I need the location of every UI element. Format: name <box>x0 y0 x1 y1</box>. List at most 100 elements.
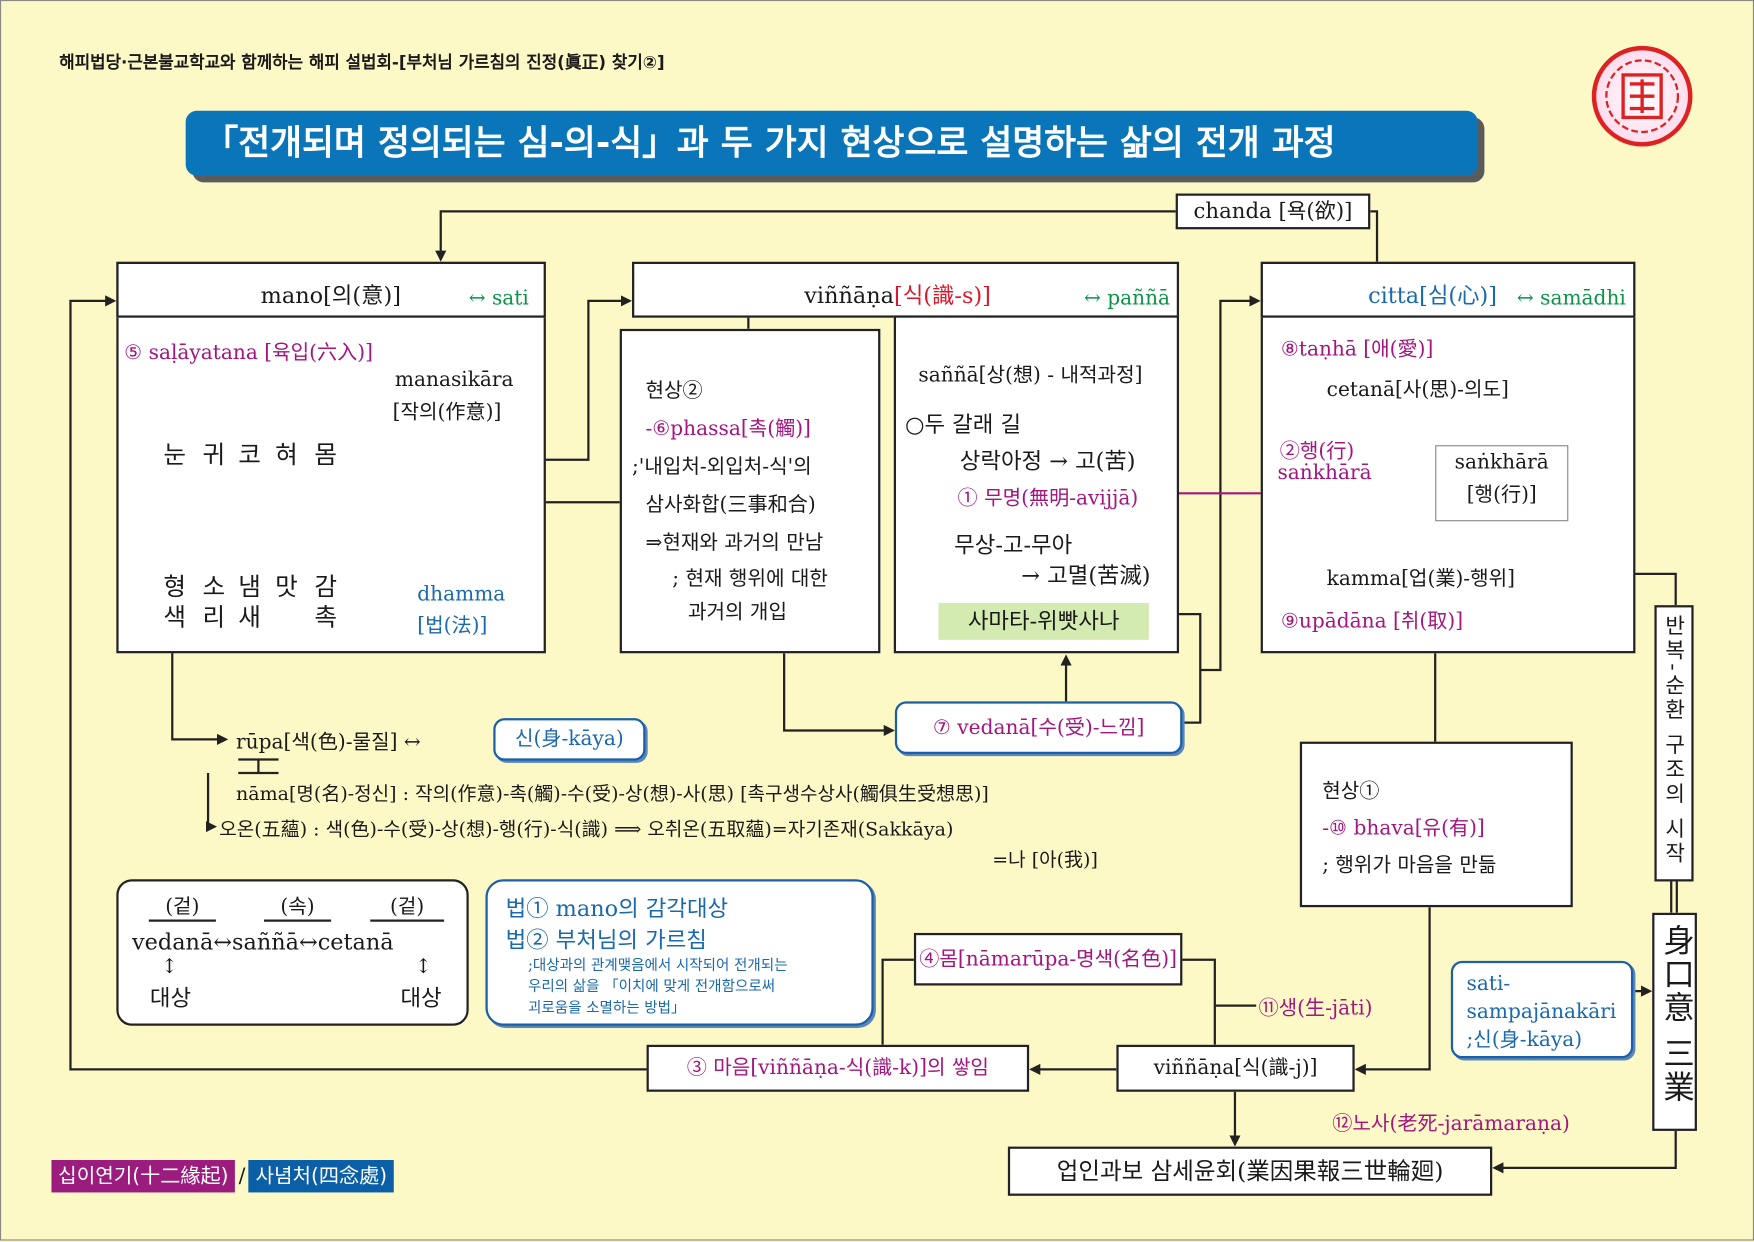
maeum-label: ③ 마음[viññāṇa-식(識-k)]의 쌓임 <box>686 1055 989 1080</box>
object-smell-2: 새 <box>238 604 261 633</box>
dhamma-label: dhamma <box>417 582 506 607</box>
vedana-box: ⑦ vedanā[수(受)-느낌] <box>894 701 1183 754</box>
relation-row: vedanā↔saññā↔cetanā <box>131 928 394 956</box>
dhamma-line-5: 괴로움을 소멸하는 방법」 <box>527 1000 686 1017</box>
arrow-updown-icon: ↕ <box>415 955 432 979</box>
avijja-label: ① 무명(無明-avijjā) <box>957 486 1139 511</box>
three-karma-label: 身口意 三業 <box>1658 923 1696 1104</box>
vinnana-title: viññāṇa[식(識-s)] <box>804 277 991 309</box>
phassa-line-4: 삼사화합(三事和合) <box>645 493 816 517</box>
organ-tongue: 혀 <box>275 441 298 470</box>
hyeonsang1-line-1: 현상① <box>1322 779 1380 804</box>
salayatana-label: ⑤ saḷāyatana [육입(六入)] <box>124 341 373 365</box>
dhamma-box: 법① mano의 감각대상 법② 부처님의 가르침 ;대상과의 관계맺음에서 시… <box>485 879 874 1026</box>
dhamma-line-4: 우리의 삶을 「이치에 맞게 전개함으로써 <box>527 978 776 996</box>
hyeonsang1-box <box>1299 741 1573 908</box>
five-aggregates: 오온(五蘊) : 색(色)-수(受)-상(想)-행(行)-식(識) <box>219 818 609 842</box>
phassa-line-1: 현상② <box>645 379 703 403</box>
mano-label: mano <box>260 281 324 309</box>
kaya-label: 신(身-kāya) <box>514 727 624 751</box>
mano-title: mano[의(意)] <box>261 277 401 309</box>
nama-line: nāma[명(名)-정신] : 작의(作意)-촉(觸)-수(受)-상(想)-사(… <box>236 783 989 806</box>
mom-box: ④몸[nāmarūpa-명색(名色)] <box>913 932 1183 986</box>
page-title: 「전개되며 정의되는 심-의-식」과 두 가지 현상으로 설명하는 삶의 전개 … <box>203 123 1336 164</box>
object-form: 형 <box>163 573 186 602</box>
sati-line-2: sampajānakāri <box>1466 1000 1617 1024</box>
organ-ear: 귀 <box>202 441 226 470</box>
arrow-updown-icon: ↕ <box>161 955 178 979</box>
phassa-box <box>619 328 881 654</box>
sati-line-3: ;신(身-kāya) <box>1466 1028 1583 1052</box>
path-permanence: 상락아정 → 고(苦) <box>959 447 1136 475</box>
upadana-label: ⑨upādāna [취(取)] <box>1280 609 1464 634</box>
object-sound: 소 <box>202 573 226 602</box>
citta-pair-samadhi: ↔ samādhi <box>1516 286 1626 310</box>
vinnana-label: viññāṇa <box>804 281 894 309</box>
haeng-sankhara-label: saṅkhārā <box>1277 460 1372 485</box>
five-clinging-aggregates: ⟹ 오취온(五取蘊)=자기존재(Sakkāya) <box>614 818 954 842</box>
vinnana-j-label: viññāṇa[식(識-j)] <box>1153 1055 1318 1080</box>
object-taste: 맛 <box>275 573 298 602</box>
dhamma-korean: [법(法)] <box>417 614 488 638</box>
organ-body: 몸 <box>314 441 337 470</box>
path-impermanence: 무상-고-무아 <box>954 531 1073 559</box>
inner-label: (속) <box>263 890 332 922</box>
phassa-line-3: ;'내입처-외입처-식'의 <box>632 455 812 479</box>
object-touch: 감 <box>314 573 337 602</box>
outer-label-2: (겉) <box>370 890 445 922</box>
repeat-cycle-label: 반복-순환 구조의 시작 <box>1661 614 1686 867</box>
badge-twelve-links: 십이연기(十二緣起) <box>51 1160 236 1193</box>
haeng-label: ②행(行) <box>1279 439 1355 464</box>
seal-stamp <box>1591 45 1693 147</box>
mom-label: ④몸[nāmarūpa-명색(名色)] <box>919 947 1178 971</box>
vinnana-j-box: viññāṇa[식(識-j)] <box>1116 1044 1355 1092</box>
samatha-vipassana-label: 사마타-위빳사나 <box>938 602 1149 640</box>
bhava-label: -⑩ bhava[유(有)] <box>1322 816 1485 841</box>
sati-sampajanakari-box: sati- sampajānakāri ;신(身-kāya) <box>1450 960 1634 1059</box>
citta-korean: [심(心)] <box>1419 281 1497 309</box>
chanda-box: chanda [욕(欲)] <box>1175 193 1371 230</box>
relation-box: (겉) (속) (겉) vedanā↔saññā↔cetanā ↕ ↕ 대상 대… <box>116 879 469 1026</box>
vinnana-pair-panna: ↔ paññā <box>1083 286 1171 310</box>
sankhara-box: saṅkhārā [행(行)] <box>1435 445 1569 522</box>
legend: 십이연기(十二緣起)/사념처(四念處) <box>51 1159 394 1195</box>
citta-pair: ↔ samādhi <box>1517 286 1626 309</box>
dhamma-desc: ;대상과의 관계맺음에서 시작되어 전개되는 우리의 삶을 「이치에 맞게 전개… <box>528 955 788 1019</box>
object-sound-2: 리 <box>202 604 226 633</box>
dhamma-line-1: 법① mano의 감각대상 <box>505 894 729 922</box>
manasikara-korean: [작의(作意)] <box>392 400 502 424</box>
object-smell: 냄 <box>238 573 261 602</box>
vinnana-header <box>632 261 1180 318</box>
phassa-line-6: ; 현재 행위에 대한 <box>672 567 828 591</box>
two-paths-label: ○두 갈래 길 <box>904 410 1022 438</box>
sanna-box <box>893 315 1180 654</box>
dhamma-line-2: 법② 부처님의 가르침 <box>505 926 707 954</box>
phassa-text: 현상② -⑥phassa[촉(觸)] ;'내입처-외입처-식'의 삼사화합(三事… <box>632 373 828 630</box>
citta-title: citta[심(心)] <box>1368 277 1497 309</box>
dhamma-line-3: ;대상과의 관계맺음에서 시작되어 전개되는 <box>527 957 788 975</box>
badge-separator: / <box>238 1164 246 1188</box>
manasikara-label: manasikāra <box>394 368 514 392</box>
badge-four-foundations: 사념처(四念處) <box>248 1160 394 1193</box>
outer-label-1: (겉) <box>148 890 216 922</box>
header-text: 해피법당·근본불교학교와 함께하는 해피 설법회-[부처님 가르침의 진정(眞正… <box>59 52 665 73</box>
phassa-line-5: ⇒현재와 과거의 만남 <box>645 531 824 555</box>
seal-pattern <box>1605 59 1680 134</box>
mano-korean: [의(意)] <box>323 281 401 309</box>
maeum-box: ③ 마음[viññāṇa-식(識-k)]의 쌓임 <box>646 1044 1030 1092</box>
kamma-label: kamma[업(業)-행위] <box>1326 567 1516 591</box>
sankhara-label: saṅkhārā <box>1454 450 1549 475</box>
object-label-2: 대상 <box>400 984 442 1012</box>
sankhara-korean: [행(行)] <box>1466 483 1537 507</box>
hyeonsang1-line-3: ; 행위가 마음을 만듦 <box>1322 853 1497 877</box>
object-touch-2: 촉 <box>314 604 337 633</box>
object-form-2: 색 <box>163 604 186 633</box>
phassa-line-2: -⑥phassa[촉(觸)] <box>645 417 811 441</box>
mano-box <box>116 261 546 654</box>
object-label-1: 대상 <box>149 984 192 1012</box>
vinnana-korean: [식(識-s)] <box>893 281 991 309</box>
hyeonsang1-text: 현상① -⑩ bhava[유(有)] ; 행위가 마음을 만듦 <box>1322 773 1496 884</box>
citta-label: citta <box>1368 281 1420 309</box>
citta-header <box>1260 261 1636 318</box>
